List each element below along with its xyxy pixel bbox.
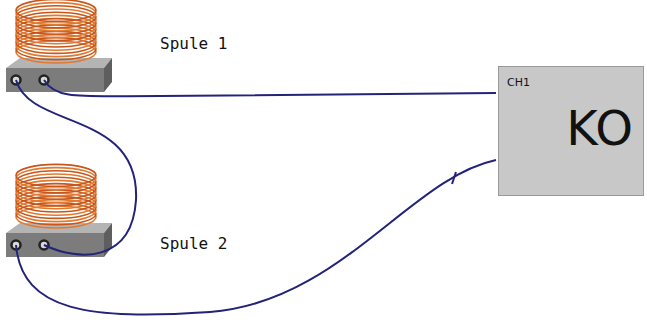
- winding: [16, 0, 96, 21]
- windings: [16, 0, 96, 63]
- coil: [6, 164, 112, 257]
- wire: [16, 160, 496, 315]
- wire-tick: [452, 172, 456, 184]
- coil: [6, 0, 112, 92]
- coil-label: Spule 1: [160, 34, 227, 53]
- wire: [16, 80, 136, 255]
- oscilloscope-box: CH1KO: [498, 66, 644, 196]
- base-front: [6, 233, 104, 257]
- channel-label: CH1: [507, 76, 530, 89]
- device-label: KO: [566, 100, 633, 156]
- wires: [16, 80, 496, 315]
- winding: [16, 164, 96, 186]
- base-side: [104, 58, 112, 92]
- coil-label: Spule 2: [160, 234, 227, 253]
- wire: [44, 80, 496, 96]
- windings: [16, 164, 96, 228]
